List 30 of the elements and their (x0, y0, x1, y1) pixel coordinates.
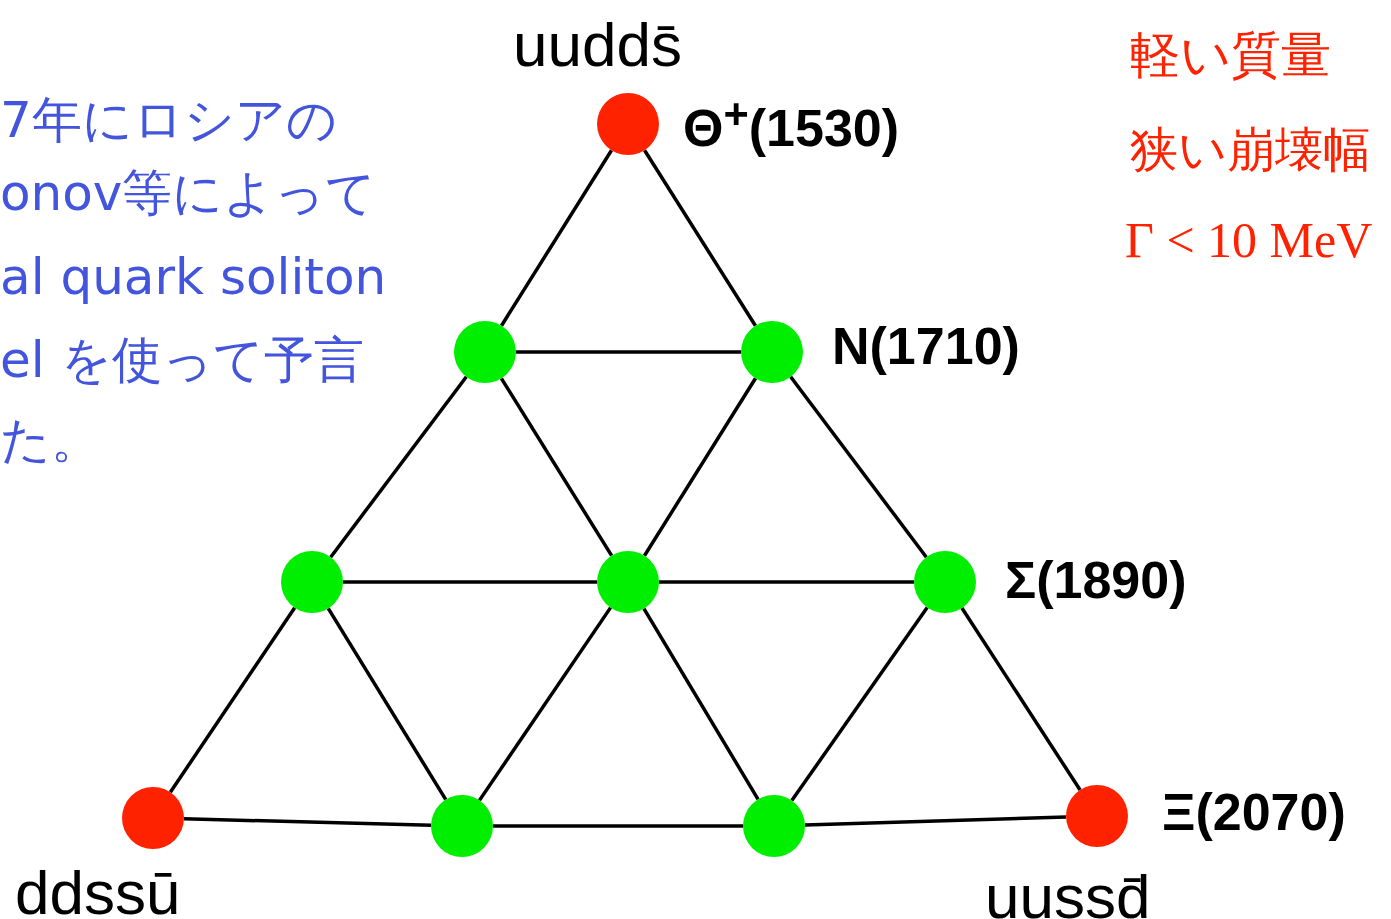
connecting-line (643, 149, 757, 327)
connecting-line (642, 607, 760, 801)
connecting-line (183, 817, 432, 827)
quark-content-label: ddssū (15, 862, 181, 919)
connecting-line (500, 149, 613, 327)
connecting-line (499, 377, 614, 557)
note-text: 7年にロシアの (0, 95, 337, 145)
connecting-line (790, 606, 929, 802)
note-text: onov等によって (0, 168, 377, 218)
connecting-line (329, 375, 468, 559)
connecting-line (343, 580, 597, 584)
quark-content-label: uussd̄ (985, 866, 1151, 919)
connecting-line (960, 607, 1082, 791)
note-text: al quark soliton (0, 252, 387, 302)
connecting-line (493, 824, 743, 828)
connecting-line (789, 375, 928, 559)
connecting-line (168, 606, 297, 794)
quark-content-label: uudds̄ (513, 14, 682, 76)
note-text: 軽い質量 (1130, 30, 1331, 80)
connecting-line (516, 350, 741, 354)
note-text: el を使って予言 (0, 335, 364, 385)
note-text: た。 (0, 415, 101, 465)
connecting-line (659, 580, 914, 584)
connecting-line (804, 815, 1067, 827)
connecting-line (642, 377, 758, 557)
connecting-line (326, 607, 448, 801)
note-text: Γ < 10 MeV (1125, 215, 1373, 265)
connecting-line (478, 606, 612, 802)
note-text: 狭い崩壊幅 (1130, 125, 1371, 173)
particle-label: Θ$^{+}$(1530) (683, 92, 900, 155)
